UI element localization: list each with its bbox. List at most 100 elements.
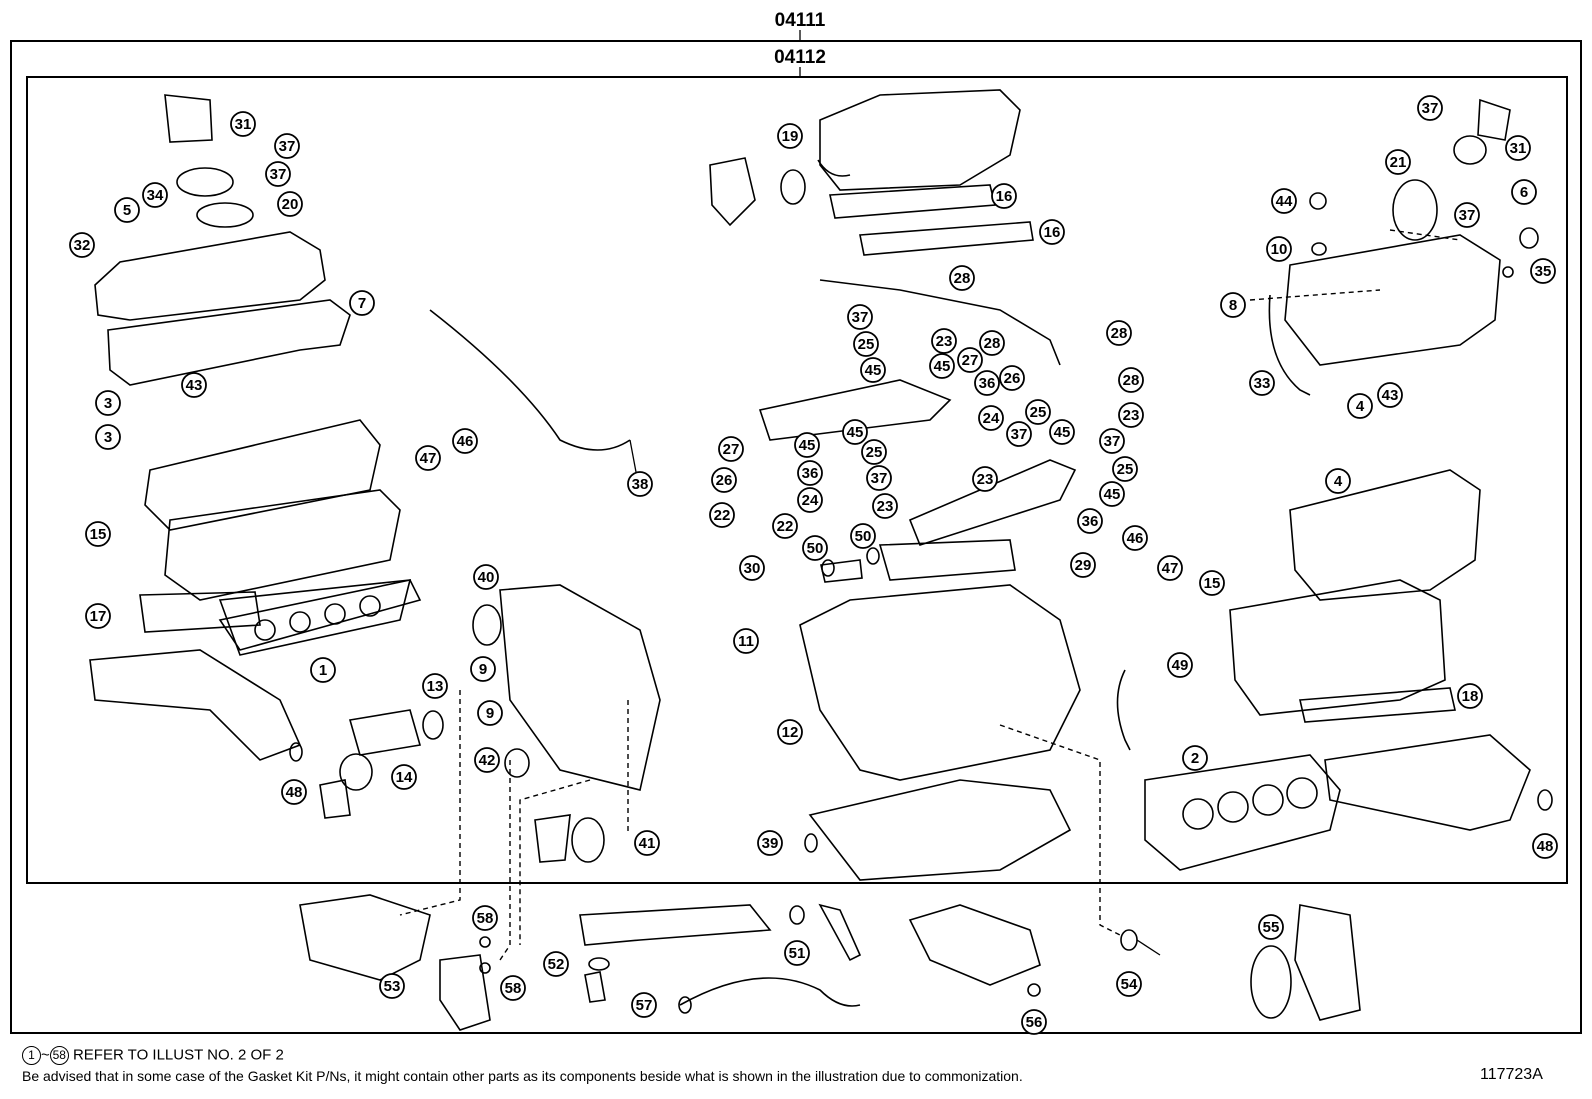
callout-circle	[415, 445, 441, 471]
callout-circle	[474, 747, 500, 773]
callout-circle	[979, 330, 1005, 356]
callout-50: 50	[802, 535, 828, 561]
callout-circle	[1049, 419, 1075, 445]
callout-number: 4	[1356, 398, 1365, 415]
callout-3: 3	[95, 424, 121, 450]
callout-12: 12	[777, 719, 803, 745]
callout-4: 4	[1325, 468, 1351, 494]
callout-circle	[281, 779, 307, 805]
callout-28: 28	[949, 265, 975, 291]
callout-number: 13	[427, 678, 444, 695]
callout-48: 48	[1532, 833, 1558, 859]
callout-7: 7	[349, 290, 375, 316]
callout-number: 52	[548, 956, 565, 973]
callout-number: 53	[384, 978, 401, 995]
callout-47: 47	[415, 445, 441, 471]
callout-circle	[1220, 292, 1246, 318]
callout-number: 47	[420, 450, 437, 467]
callout-circle	[872, 493, 898, 519]
callout-circle	[1118, 402, 1144, 428]
callout-circle	[1106, 320, 1132, 346]
callout-number: 11	[738, 633, 754, 650]
callout-13: 13	[422, 673, 448, 699]
callout-circle	[1249, 370, 1275, 396]
callout-circle	[379, 973, 405, 999]
callout-41: 41	[634, 830, 660, 856]
callout-number: 58	[477, 910, 494, 927]
callout-number: 37	[270, 166, 287, 183]
callout-circle	[114, 197, 140, 223]
kit-code-inner: 04112	[774, 47, 826, 68]
callout-number: 30	[744, 560, 761, 577]
callout-number: 1	[319, 662, 327, 679]
callout-number: 37	[1011, 426, 1028, 443]
callout-number: 37	[1459, 207, 1476, 224]
callout-circle	[69, 232, 95, 258]
callout-58: 58	[472, 905, 498, 931]
callout-number: 37	[871, 470, 888, 487]
inner-kit-frame	[26, 76, 1568, 884]
callout-number: 10	[1271, 241, 1288, 258]
callout-2: 2	[1182, 745, 1208, 771]
callout-number: 29	[1075, 557, 1092, 574]
callout-26: 26	[999, 365, 1025, 391]
callout-33: 33	[1249, 370, 1275, 396]
callout-number: 51	[789, 945, 806, 962]
callout-number: 3	[104, 395, 112, 412]
callout-number: 25	[1030, 404, 1047, 421]
callout-51: 51	[784, 940, 810, 966]
callout-circle	[230, 111, 256, 137]
callout-number: 39	[762, 835, 779, 852]
callout-37: 37	[866, 465, 892, 491]
callout-circle	[627, 471, 653, 497]
callout-46: 46	[1122, 525, 1148, 551]
callout-number: 9	[479, 661, 487, 678]
callout-circle	[847, 304, 873, 330]
callout-circle	[1417, 95, 1443, 121]
callout-number: 44	[1276, 193, 1293, 210]
callout-24: 24	[797, 487, 823, 513]
callout-circle	[974, 370, 1000, 396]
callout-circle	[1347, 393, 1373, 419]
callout-number: 28	[1123, 372, 1140, 389]
callout-17: 17	[85, 603, 111, 629]
callout-number: 26	[716, 472, 733, 489]
callout-circle	[1006, 421, 1032, 447]
callout-number: 48	[286, 784, 303, 801]
callout-circle	[757, 830, 783, 856]
callout-45: 45	[1099, 481, 1125, 507]
callout-56: 56	[1021, 1009, 1047, 1035]
callout-circle	[95, 424, 121, 450]
callout-46: 46	[452, 428, 478, 454]
callout-45: 45	[1049, 419, 1075, 445]
callout-circle	[739, 555, 765, 581]
callout-circle	[500, 975, 526, 1001]
callout-circle	[772, 513, 798, 539]
callout-circle	[349, 290, 375, 316]
callout-circle	[1070, 552, 1096, 578]
callout-circle	[631, 992, 657, 1018]
callout-23: 23	[872, 493, 898, 519]
callout-number: 57	[636, 997, 653, 1014]
callout-circle	[85, 521, 111, 547]
callout-number: 2	[1191, 750, 1199, 767]
callout-number: 43	[1382, 387, 1399, 404]
callout-circle	[1385, 149, 1411, 175]
callout-37: 37	[1417, 95, 1443, 121]
callout-44: 44	[1271, 188, 1297, 214]
callout-37: 37	[274, 133, 300, 159]
callout-circle	[391, 764, 417, 790]
range-note: 1~58 REFER TO ILLUST NO. 2 OF 2	[22, 1046, 284, 1065]
callout-37: 37	[1454, 202, 1480, 228]
callout-circle	[797, 460, 823, 486]
callout-circle	[1258, 914, 1284, 940]
callout-32: 32	[69, 232, 95, 258]
callout-14: 14	[391, 764, 417, 790]
callout-49: 49	[1167, 652, 1193, 678]
callout-number: 23	[877, 498, 894, 515]
callout-circle	[95, 390, 121, 416]
callout-22: 22	[709, 502, 735, 528]
callout-number: 16	[1044, 224, 1061, 241]
callout-15: 15	[85, 521, 111, 547]
